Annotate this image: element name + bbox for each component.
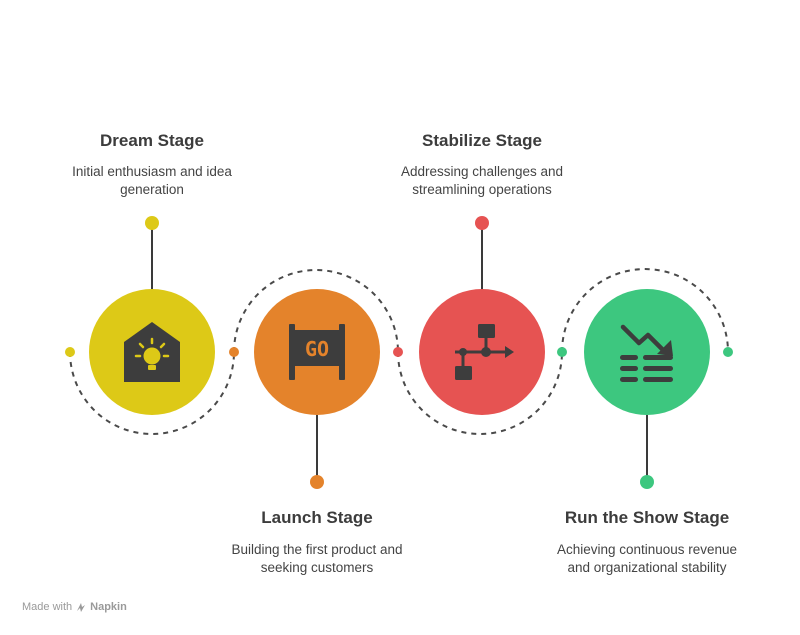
stage-description-dream: Initial enthusiasm and idea generation	[22, 163, 282, 199]
stage-title-launch: Launch Stage	[261, 508, 373, 527]
description-line: and organizational stability	[567, 560, 727, 575]
house-lightbulb-icon	[124, 322, 180, 382]
description-line: seeking customers	[260, 560, 374, 575]
connector-dot	[557, 347, 567, 357]
description-line: generation	[120, 182, 184, 197]
connector-arc	[561, 268, 729, 353]
description-line: Achieving continuous revenue	[556, 542, 738, 557]
leader-dot	[310, 475, 324, 489]
stage-title-dream: Dream Stage	[100, 131, 204, 150]
stage-title-stabilize: Stabilize Stage	[422, 131, 542, 150]
stage-description-run-the-show: Achieving continuous revenue and organiz…	[517, 541, 777, 577]
stage-title-run-the-show: Run the Show Stage	[564, 508, 730, 527]
svg-text:GO: GO	[305, 337, 329, 361]
connector-dot	[723, 347, 733, 357]
description-line: Addressing challenges and	[400, 164, 564, 179]
napkin-logo-icon	[77, 603, 86, 612]
stage-circle-run	[584, 289, 710, 415]
go-sign-icon: GO	[289, 324, 345, 380]
leader-dot	[640, 475, 654, 489]
leader-dot	[145, 216, 159, 230]
stage-description-launch: Building the first product and seeking c…	[187, 541, 447, 577]
connector-dot	[65, 347, 75, 357]
description-line: Building the first product and	[231, 542, 403, 557]
made-with-label: Made with	[22, 601, 73, 613]
napkin-brand: Napkin	[90, 601, 127, 613]
connector-dot	[229, 347, 239, 357]
stage-description-stabilize: Addressing challenges and streamlining o…	[352, 163, 612, 199]
description-line: streamlining operations	[412, 182, 552, 197]
leader-dot	[475, 216, 489, 230]
connector-dot	[393, 347, 403, 357]
flowchart-icon	[455, 324, 514, 380]
made-with-credit[interactable]: Made with Napkin	[22, 601, 127, 613]
downtrend-chart-icon	[620, 324, 673, 382]
description-line: Initial enthusiasm and idea	[72, 164, 232, 179]
